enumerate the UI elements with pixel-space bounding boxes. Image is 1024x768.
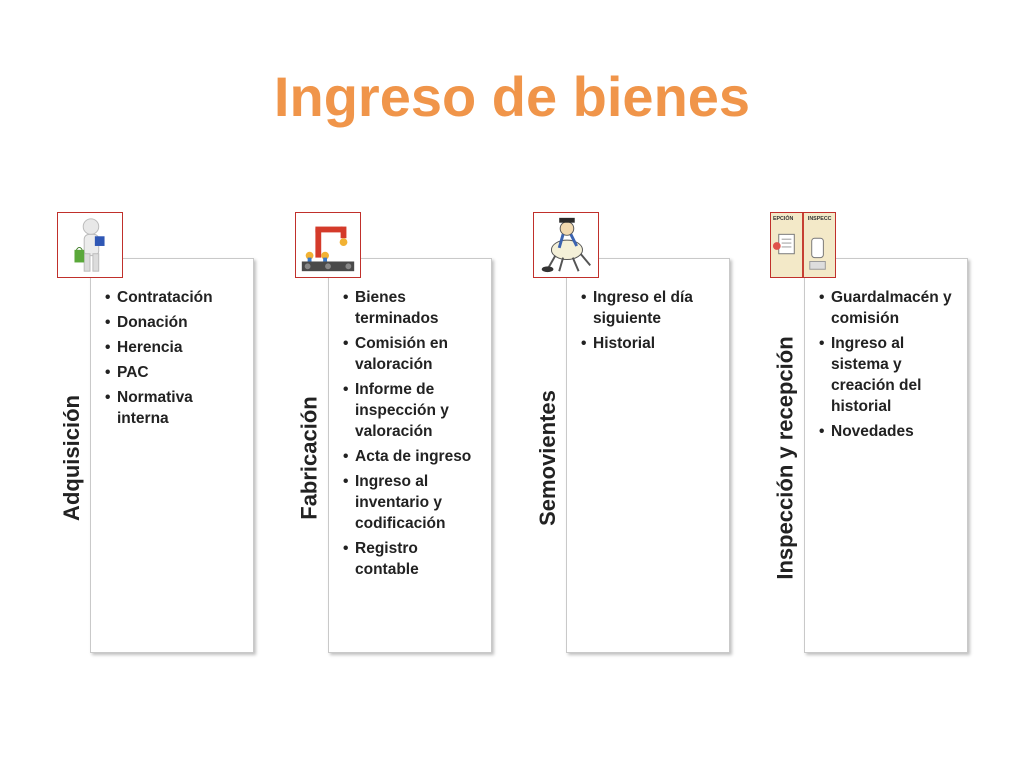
- inspection-documents-icon: EPCIÓN INSPECC: [770, 212, 836, 278]
- list-item: Ingreso el día siguiente: [581, 287, 721, 329]
- animal-rider-icon: [533, 212, 599, 278]
- column-label-fabricacion: Fabricación: [297, 396, 323, 520]
- list-item: PAC: [105, 362, 245, 383]
- bullet-list: Contratación Donación Herencia PAC Norma…: [105, 287, 245, 433]
- list-item: Ingreso al sistema y creación del histor…: [819, 333, 959, 417]
- list-item: Contratación: [105, 287, 245, 308]
- column-card-semovientes: Ingreso el día siguiente Historial: [566, 258, 730, 653]
- list-item: Donación: [105, 312, 245, 333]
- list-item: Historial: [581, 333, 721, 354]
- column-label-adquisicion: Adquisición: [59, 395, 85, 521]
- column-card-fabricacion: Bienes terminados Comisión en valoración…: [328, 258, 492, 653]
- list-item: Guardalmacén y comisión: [819, 287, 959, 329]
- list-item: Informe de inspección y valoración: [343, 379, 483, 442]
- slide-title: Ingreso de bienes: [273, 65, 751, 128]
- bullet-list: Ingreso el día siguiente Historial: [581, 287, 721, 358]
- list-item: Bienes terminados: [343, 287, 483, 329]
- list-item: Comisión en valoración: [343, 333, 483, 375]
- list-item: Normativa interna: [105, 387, 245, 429]
- column-label-semovientes: Semovientes: [535, 390, 561, 526]
- bullet-list: Guardalmacén y comisión Ingreso al siste…: [819, 287, 959, 446]
- list-item: Herencia: [105, 337, 245, 358]
- bullet-list: Bienes terminados Comisión en valoración…: [343, 287, 483, 584]
- list-item: Ingreso al inventario y codificación: [343, 471, 483, 534]
- icon-text-inspeccion: INSPECC: [808, 216, 832, 222]
- column-card-inspeccion-recepcion: Guardalmacén y comisión Ingreso al siste…: [804, 258, 968, 653]
- list-item: Registro contable: [343, 538, 483, 580]
- icon-text-recepcion: EPCIÓN: [773, 214, 794, 222]
- factory-robot-icon: [295, 212, 361, 278]
- list-item: Novedades: [819, 421, 959, 442]
- column-label-inspeccion-recepcion: Inspección y recepción: [773, 336, 798, 580]
- list-item: Acta de ingreso: [343, 446, 483, 467]
- column-card-adquisicion: Contratación Donación Herencia PAC Norma…: [90, 258, 254, 653]
- person-with-bags-icon: [57, 212, 123, 278]
